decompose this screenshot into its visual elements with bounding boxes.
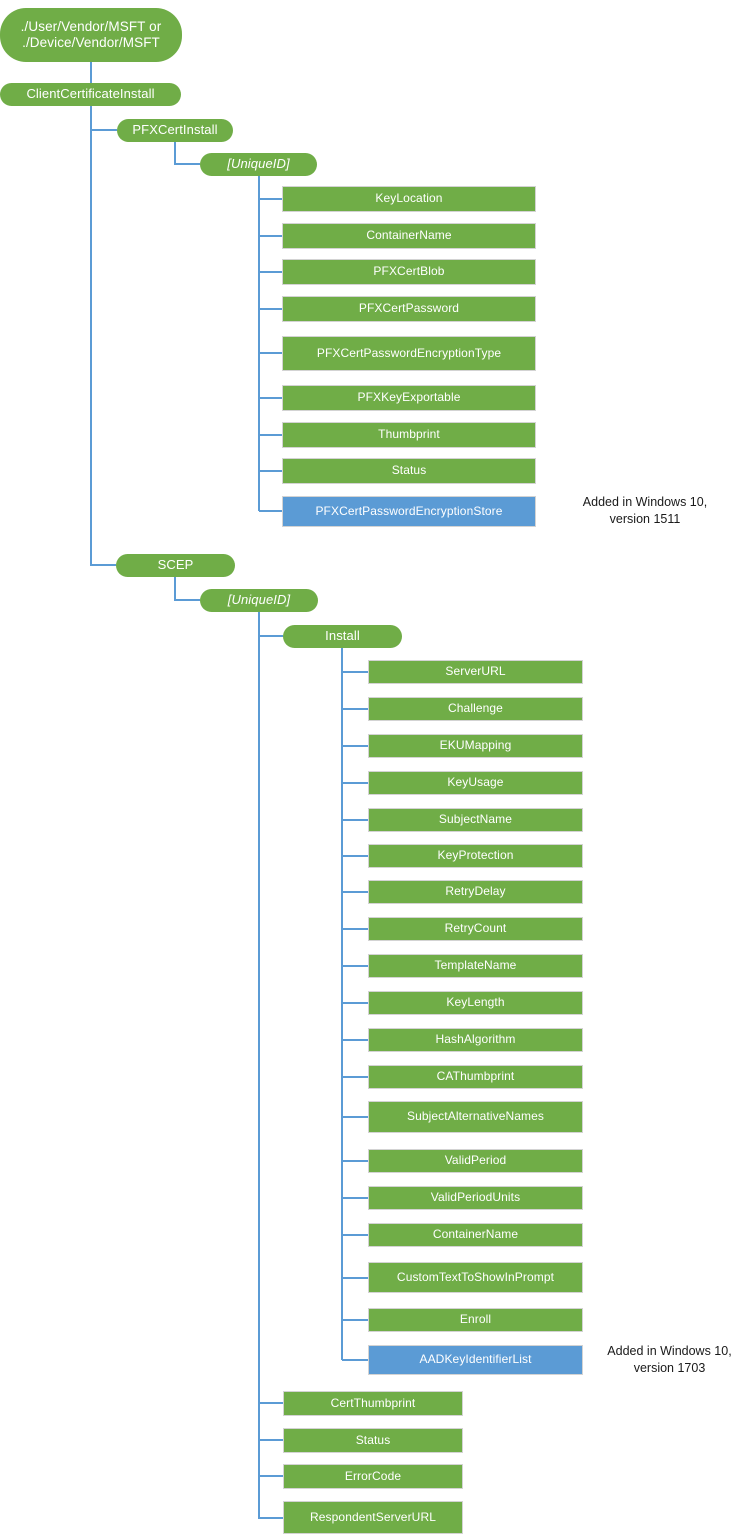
node-label: PFXCertPassword (358, 301, 460, 316)
node-label: ServerURL (445, 664, 506, 679)
node-enroll[interactable]: Enroll (368, 1308, 583, 1332)
node-label: ContainerName (432, 1227, 519, 1242)
node-subjectname[interactable]: SubjectName (368, 808, 583, 832)
root-path-line-2: ./Device/Vendor/MSFT (22, 35, 160, 50)
node-label: [UniqueID] (227, 156, 290, 172)
node-pfxcertpasswordencryptiontype[interactable]: PFXCertPasswordEncryptionType (282, 336, 536, 371)
node-root-path[interactable]: ./User/Vendor/MSFT or ./Device/Vendor/MS… (0, 8, 182, 62)
node-label: HashAlgorithm (435, 1032, 516, 1047)
node-label: KeyLength (446, 995, 505, 1010)
node-label: Status (355, 1432, 391, 1447)
node-containername-scep[interactable]: ContainerName (368, 1223, 583, 1247)
node-label: PFXCertPasswordEncryptionType (316, 345, 502, 360)
node-label: KeyProtection (437, 848, 514, 863)
node-label: SCEP (157, 557, 194, 573)
node-label: PFXCertInstall (132, 122, 218, 138)
node-label: SubjectAlternativeNames (406, 1109, 545, 1124)
node-label: Challenge (448, 701, 503, 716)
node-label: ValidPeriodUnits (430, 1190, 521, 1205)
annotation-added-1703: Added in Windows 10, version 1703 (592, 1343, 747, 1377)
node-pfxcertpasswordencryptionstore[interactable]: PFXCertPasswordEncryptionStore (282, 496, 536, 527)
root-path-line-1: ./User/Vendor/MSFT or (20, 19, 162, 35)
node-pfxcertinstall[interactable]: PFXCertInstall (117, 119, 233, 142)
node-label: ClientCertificateInstall (26, 86, 155, 102)
node-label: KeyUsage (447, 775, 504, 790)
node-validperiodunits[interactable]: ValidPeriodUnits (368, 1186, 583, 1210)
node-containername[interactable]: ContainerName (282, 223, 536, 249)
node-cathumbprint[interactable]: CAThumbprint (368, 1065, 583, 1089)
node-customtexttoshowinprompt[interactable]: CustomTextToShowInPrompt (368, 1262, 583, 1293)
node-label: [UniqueID] (227, 592, 291, 608)
node-serverurl[interactable]: ServerURL (368, 660, 583, 684)
node-retrycount[interactable]: RetryCount (368, 917, 583, 941)
node-certthumbprint[interactable]: CertThumbprint (283, 1391, 463, 1416)
node-thumbprint[interactable]: Thumbprint (282, 422, 536, 448)
node-label: RetryCount (444, 921, 507, 936)
node-retrydelay[interactable]: RetryDelay (368, 880, 583, 904)
node-label: CAThumbprint (436, 1069, 515, 1084)
node-respondentserverurl[interactable]: RespondentServerURL (283, 1501, 463, 1534)
node-challenge[interactable]: Challenge (368, 697, 583, 721)
node-pfxkeyexportable[interactable]: PFXKeyExportable (282, 385, 536, 411)
annotation-line-2: version 1511 (609, 511, 681, 526)
node-label: Install (325, 628, 360, 644)
node-subjectalternativenames[interactable]: SubjectAlternativeNames (368, 1101, 583, 1133)
node-client-certificate-install[interactable]: ClientCertificateInstall (0, 83, 181, 106)
node-label: RespondentServerURL (310, 1509, 436, 1524)
node-label: PFXCertBlob (373, 264, 445, 279)
node-aadkeyidentifierlist[interactable]: AADKeyIdentifierList (368, 1345, 583, 1375)
node-label: SubjectName (438, 812, 513, 827)
node-label: CertThumbprint (330, 1395, 416, 1410)
node-label: Status (391, 463, 427, 478)
node-status-pfx[interactable]: Status (282, 458, 536, 484)
node-validperiod[interactable]: ValidPeriod (368, 1149, 583, 1173)
node-keylocation[interactable]: KeyLocation (282, 186, 536, 212)
node-templatename[interactable]: TemplateName (368, 954, 583, 978)
node-install[interactable]: Install (283, 625, 402, 648)
annotation-line-1: Added in Windows 10, (582, 495, 708, 509)
node-label: CustomTextToShowInPrompt (396, 1269, 555, 1284)
node-keyprotection[interactable]: KeyProtection (368, 844, 583, 868)
node-pfxcertpassword[interactable]: PFXCertPassword (282, 296, 536, 322)
node-keylength[interactable]: KeyLength (368, 991, 583, 1015)
node-label: RetryDelay (445, 884, 506, 899)
node-label: ValidPeriod (444, 1153, 507, 1168)
node-hashalgorithm[interactable]: HashAlgorithm (368, 1028, 583, 1052)
node-label: TemplateName (434, 958, 517, 973)
node-scep[interactable]: SCEP (116, 554, 235, 577)
node-keyusage[interactable]: KeyUsage (368, 771, 583, 795)
annotation-added-1511: Added in Windows 10, version 1511 (545, 494, 745, 528)
node-label: ErrorCode (344, 1468, 402, 1483)
node-label: AADKeyIdentifierList (419, 1352, 532, 1367)
node-scep-uniqueid[interactable]: [UniqueID] (200, 589, 318, 612)
node-label: Thumbprint (378, 427, 440, 442)
node-label: ContainerName (366, 228, 452, 243)
node-status-scep[interactable]: Status (283, 1428, 463, 1453)
node-errorcode[interactable]: ErrorCode (283, 1464, 463, 1489)
node-pfxcertinstall-uniqueid[interactable]: [UniqueID] (200, 153, 317, 176)
annotation-line-1: Added in Windows 10, (607, 1344, 732, 1358)
node-pfxcertblob[interactable]: PFXCertBlob (282, 259, 536, 285)
node-label: EKUMapping (439, 738, 512, 753)
node-label: Enroll (459, 1312, 492, 1327)
node-ekumapping[interactable]: EKUMapping (368, 734, 583, 758)
node-label: KeyLocation (375, 191, 443, 206)
annotation-line-2: version 1703 (633, 1360, 706, 1375)
node-label: PFXKeyExportable (357, 390, 461, 405)
node-label: PFXCertPasswordEncryptionStore (315, 503, 503, 518)
